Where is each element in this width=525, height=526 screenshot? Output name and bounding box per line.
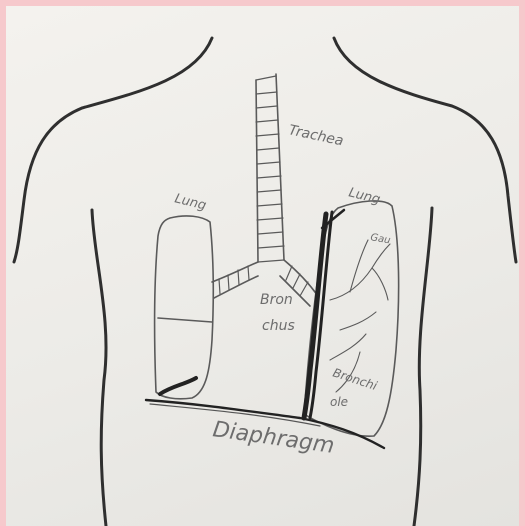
left-bronchus-rings	[219, 266, 249, 294]
label-bronchus-line1: Bron	[260, 292, 293, 308]
label-trachea: Trachea	[287, 122, 345, 149]
label-bronchiole-line2: ole	[330, 395, 348, 409]
body-outline-right-inner	[414, 208, 432, 526]
label-bronchus-line2: chus	[262, 318, 295, 334]
left-lung-shading	[160, 378, 196, 394]
lungs-diagram: Trachea Lung Lung Gau Bron chus Bronchi …	[6, 6, 519, 526]
left-lung-divider	[158, 318, 212, 322]
label-right-lung-small: Gau	[369, 232, 391, 246]
label-bronchiole-line1: Bronchi	[331, 366, 379, 394]
body-outline-right	[334, 38, 516, 262]
left-lung-outline	[155, 216, 214, 399]
label-diaphragm: Diaphragm	[211, 417, 336, 459]
label-lung-left: Lung	[173, 191, 208, 213]
body-outline-left-inner	[92, 210, 106, 526]
body-outline-left	[14, 38, 212, 262]
paper-sheet: Trachea Lung Lung Gau Bron chus Bronchi …	[6, 6, 519, 526]
